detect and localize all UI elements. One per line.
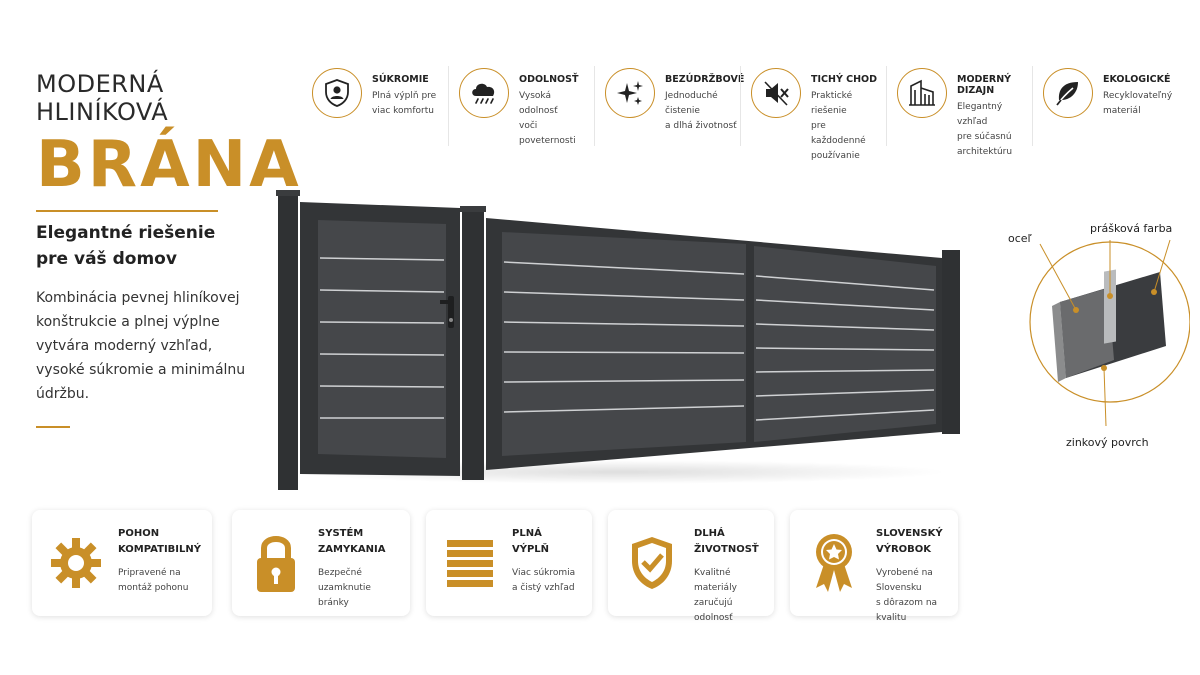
feature-desc-line: Plná výplň pre bbox=[372, 91, 437, 101]
card-desc-line: Viac súkromia bbox=[512, 568, 576, 578]
label-powder-paint: prášková farba bbox=[1090, 222, 1173, 235]
feature-title: MODERNÝ DIZAJN bbox=[957, 74, 1012, 96]
feature-durability: ODOLNOSŤ Vysoká odolnosť voči poveternos… bbox=[448, 66, 594, 146]
padlock-icon bbox=[246, 528, 306, 598]
card-title-line: SLOVENSKÝ bbox=[876, 528, 943, 539]
feature-desc-line: pre súčasnú bbox=[957, 132, 1012, 142]
accent-divider bbox=[36, 426, 70, 428]
feature-desc-line: Jednoduché čistenie bbox=[665, 91, 718, 116]
card-slovak-product: SLOVENSKÝ VÝROBOK Vyrobené na Slovensku … bbox=[790, 510, 958, 623]
card-desc-line: Pripravené na bbox=[118, 568, 181, 578]
feature-desc-line: a dlhá životnosť bbox=[665, 121, 737, 131]
card-desc-line: zaručujú odolnosť bbox=[694, 598, 733, 623]
hero-description: Kombinácia pevnej hliníkovej konštrukcie… bbox=[36, 290, 246, 402]
card-desc-line: a čistý vzhľad bbox=[512, 583, 575, 593]
gate-panel-right bbox=[754, 246, 936, 442]
gate-panel-left bbox=[502, 232, 746, 456]
card-title-line: ZAMYKANIA bbox=[318, 544, 386, 555]
tagline-line: pre váš domov bbox=[36, 249, 177, 269]
feature-desc-line: architektúru bbox=[957, 147, 1013, 157]
medal-star-icon bbox=[804, 528, 864, 598]
stripes-icon bbox=[440, 528, 500, 598]
hero-title: BRÁNA bbox=[36, 128, 302, 202]
card-desc-line: s dôrazom na kvalitu bbox=[876, 598, 938, 623]
card-desc-line: uzamknutie bránky bbox=[318, 583, 371, 608]
shield-check-icon bbox=[622, 528, 682, 598]
feature-desc-line: používanie bbox=[811, 151, 860, 161]
door-slats bbox=[319, 257, 445, 419]
card-desc-line: Bezpečné bbox=[318, 568, 362, 578]
card-desc-line: montáž pohonu bbox=[118, 583, 189, 593]
card-locking-system: SYSTÉM ZAMYKANIA Bezpečné uzamknutie brá… bbox=[232, 510, 410, 616]
hero-block: MODERNÁ HLINÍKOVÁ BRÁNA bbox=[36, 70, 302, 212]
card-title-line: PLNÁ VÝPLŇ bbox=[512, 528, 550, 555]
hero-subtitle: MODERNÁ HLINÍKOVÁ bbox=[36, 70, 169, 126]
card-desc-line: Vyrobené na Slovensku bbox=[876, 568, 933, 593]
tagline-line: Elegantné riešenie bbox=[36, 223, 216, 243]
feature-quiet: TICHÝ CHOD Praktické riešenie pre každod… bbox=[740, 66, 886, 161]
feature-desc-line: viac komfortu bbox=[372, 106, 434, 116]
feature-title: BEZÚDRŽBOVÉ bbox=[665, 74, 745, 85]
gate-illustration bbox=[276, 190, 960, 490]
feature-desc-line: materiál bbox=[1103, 106, 1141, 116]
feature-privacy: SÚKROMIE Plná výplň pre viac komfortu bbox=[312, 66, 448, 146]
gate-post-left bbox=[278, 192, 298, 490]
feature-title: EKOLOGICKÉ bbox=[1103, 74, 1171, 85]
building-icon bbox=[897, 68, 947, 118]
material-cross-section: oceľ prášková farba zinkový povrch bbox=[1000, 220, 1190, 460]
feature-desc-line: Vysoká odolnosť bbox=[519, 91, 558, 116]
feature-desc-line: Praktické riešenie bbox=[811, 91, 853, 116]
feature-desc-line: pre každodenné bbox=[811, 121, 866, 146]
mute-speaker-icon bbox=[751, 68, 801, 118]
feature-title: TICHÝ CHOD bbox=[811, 74, 878, 85]
card-title-line: POHON bbox=[118, 528, 160, 539]
feature-title: ODOLNOSŤ bbox=[519, 74, 579, 85]
features-row: SÚKROMIE Plná výplň pre viac komfortu OD… bbox=[312, 66, 1192, 161]
card-title-line: KOMPATIBILNÝ bbox=[118, 544, 201, 555]
label-zinc-surface: zinkový povrch bbox=[1066, 436, 1149, 449]
gear-icon bbox=[46, 528, 106, 598]
card-full-infill: PLNÁ VÝPLŇ Viac súkromia a čistý vzhľad bbox=[426, 510, 592, 616]
feature-modern-design: MODERNÝ DIZAJN Elegantný vzhľad pre súča… bbox=[886, 66, 1032, 157]
feature-desc-line: Recyklovateľný bbox=[1103, 91, 1173, 101]
feature-desc-line: Elegantný vzhľad bbox=[957, 102, 1003, 127]
hero-divider bbox=[36, 210, 218, 212]
card-drive-compatible: POHON KOMPATIBILNÝ Pripravené na montáž … bbox=[32, 510, 212, 616]
benefit-cards: POHON KOMPATIBILNÝ Pripravené na montáž … bbox=[32, 510, 962, 623]
card-title-line: SYSTÉM bbox=[318, 528, 364, 539]
gate-slats bbox=[503, 261, 935, 421]
feature-title: SÚKROMIE bbox=[372, 74, 429, 85]
label-steel: oceľ bbox=[1008, 232, 1032, 245]
leaf-icon bbox=[1043, 68, 1093, 118]
shield-person-icon bbox=[312, 68, 362, 118]
feature-maintenance-free: BEZÚDRŽBOVÉ Jednoduché čistenie a dlhá ž… bbox=[594, 66, 744, 146]
feature-ecological: EKOLOGICKÉ Recyklovateľný materiál bbox=[1032, 66, 1178, 146]
rain-cloud-icon bbox=[459, 68, 509, 118]
card-title-line: DLHÁ bbox=[694, 528, 725, 539]
card-title-line: VÝROBOK bbox=[876, 544, 932, 555]
card-desc-line: Kvalitné materiály bbox=[694, 568, 737, 593]
gate-post-right bbox=[942, 250, 960, 434]
feature-desc-line: voči poveternosti bbox=[519, 121, 576, 146]
gate-post-middle bbox=[462, 208, 484, 480]
card-long-lifetime: DLHÁ ŽIVOTNOSŤ Kvalitné materiály zaruču… bbox=[608, 510, 774, 623]
sparkle-icon bbox=[605, 68, 655, 118]
card-title-line: ŽIVOTNOSŤ bbox=[694, 544, 759, 555]
tagline: Elegantné riešenie pre váš domov bbox=[36, 220, 236, 272]
